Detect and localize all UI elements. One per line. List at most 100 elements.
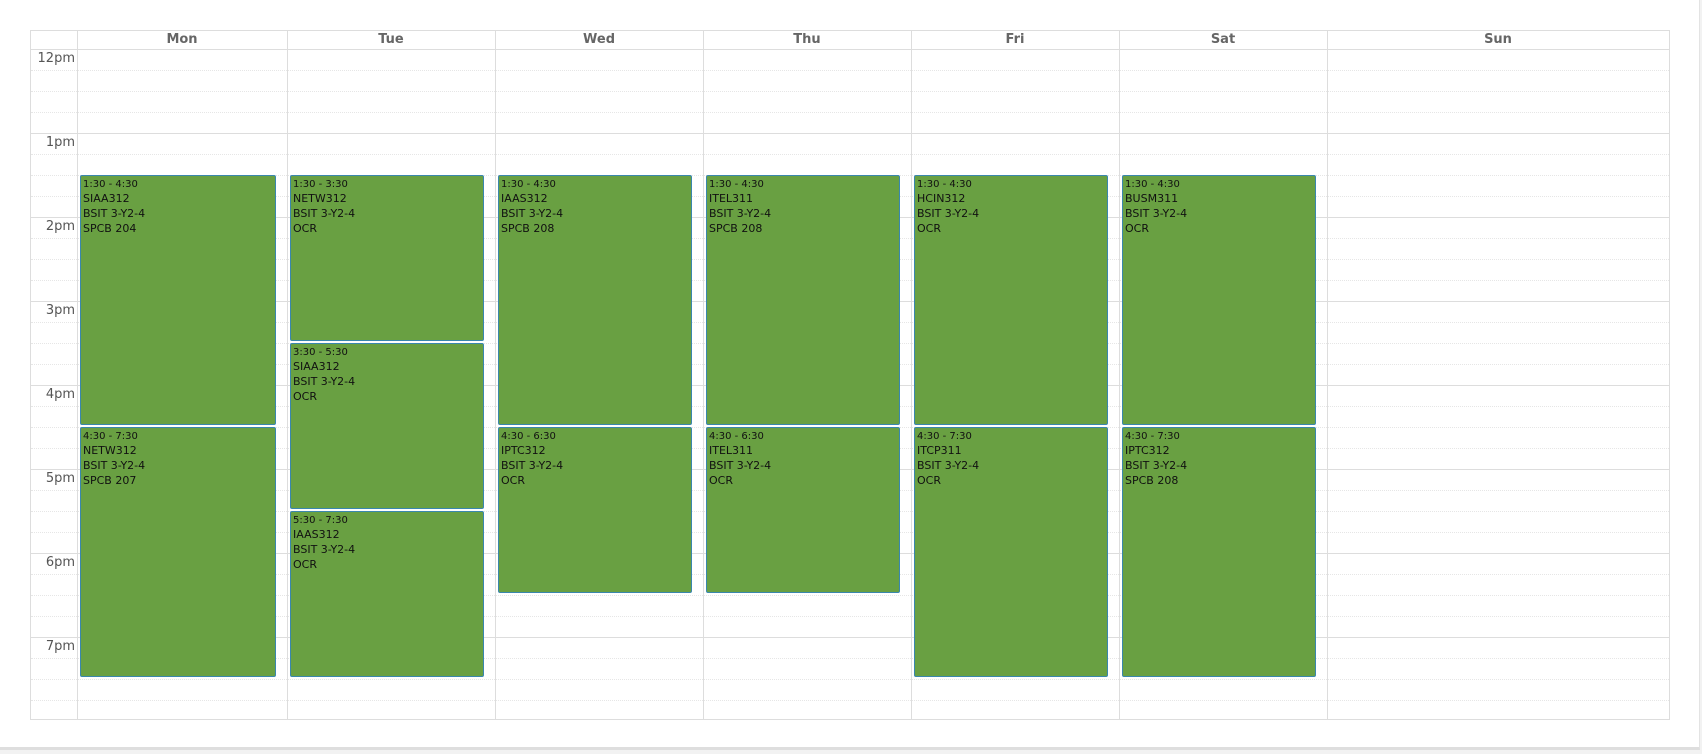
event-room: OCR xyxy=(293,558,317,571)
slot-gridline xyxy=(31,658,1669,659)
column-divider xyxy=(495,31,496,719)
event-room: SPCB 204 xyxy=(83,222,137,235)
event-time: 4:30 - 7:30 xyxy=(917,431,972,442)
day-header-wed: Wed xyxy=(583,32,615,47)
event-section: BSIT 3-Y2-4 xyxy=(501,459,564,472)
event-room: OCR xyxy=(501,474,525,487)
hour-gridline xyxy=(31,133,1669,134)
event-section: BSIT 3-Y2-4 xyxy=(1125,459,1188,472)
slot-gridline xyxy=(31,112,1669,113)
event-section: BSIT 3-Y2-4 xyxy=(917,207,980,220)
event-room: SPCB 208 xyxy=(709,222,763,235)
event-course: IPTC312 xyxy=(501,444,546,457)
day-header-mon: Mon xyxy=(166,32,198,47)
event-section: BSIT 3-Y2-4 xyxy=(293,207,356,220)
event-course: IAAS312 xyxy=(501,192,548,205)
slot-gridline xyxy=(31,679,1669,680)
event-room: SPCB 208 xyxy=(1125,474,1179,487)
day-header-row: Mon Tue Wed Thu Fri Sat Sun xyxy=(31,31,1669,49)
event-room: OCR xyxy=(1125,222,1149,235)
event-course: SIAA312 xyxy=(293,360,340,373)
column-divider xyxy=(287,31,288,719)
event-time: 1:30 - 4:30 xyxy=(501,179,556,190)
event-room: OCR xyxy=(293,222,317,235)
event-time: 4:30 - 7:30 xyxy=(83,431,138,442)
event-course: ITEL311 xyxy=(709,444,754,457)
event-time: 1:30 - 4:30 xyxy=(709,179,764,190)
event-course: IPTC312 xyxy=(1125,444,1170,457)
slot-gridline xyxy=(31,70,1669,71)
hour-gridline xyxy=(31,637,1669,638)
event-time: 4:30 - 6:30 xyxy=(501,431,556,442)
event-section: BSIT 3-Y2-4 xyxy=(293,375,356,388)
event-time: 4:30 - 6:30 xyxy=(709,431,764,442)
event-time: 5:30 - 7:30 xyxy=(293,515,348,526)
event-time: 3:30 - 5:30 xyxy=(293,347,348,358)
event-course: HCIN312 xyxy=(917,192,966,205)
time-label-7pm: 7pm xyxy=(45,639,75,654)
slot-gridline xyxy=(31,154,1669,155)
event-section: BSIT 3-Y2-4 xyxy=(709,459,772,472)
event-section: BSIT 3-Y2-4 xyxy=(83,459,146,472)
day-header-fri: Fri xyxy=(1005,32,1025,47)
time-label-12pm: 12pm xyxy=(37,51,75,66)
event-course: NETW312 xyxy=(293,192,347,205)
day-header-tue: Tue xyxy=(378,32,404,47)
event-room: OCR xyxy=(293,390,317,403)
event-time: 1:30 - 3:30 xyxy=(293,179,348,190)
event-time: 1:30 - 4:30 xyxy=(917,179,972,190)
header-divider xyxy=(31,49,1669,50)
day-header-sun: Sun xyxy=(1484,32,1512,47)
event-time: 1:30 - 4:30 xyxy=(83,179,138,190)
time-label-1pm: 1pm xyxy=(45,135,75,150)
slot-gridline xyxy=(31,616,1669,617)
time-label-5pm: 5pm xyxy=(45,471,75,486)
week-calendar: Mon Tue Wed Thu Fri Sat Sun 12pm 1pm 2pm 3pm 4pm 5p… xyxy=(30,30,1670,720)
day-header-thu: Thu xyxy=(793,32,821,47)
event-section: BSIT 3-Y2-4 xyxy=(83,207,146,220)
slot-gridline xyxy=(31,595,1669,596)
event-section: BSIT 3-Y2-4 xyxy=(293,543,356,556)
column-divider xyxy=(77,31,78,719)
event-course: ITEL311 xyxy=(709,192,754,205)
event-room: SPCB 208 xyxy=(501,222,555,235)
slot-gridline xyxy=(31,700,1669,701)
day-header-sat: Sat xyxy=(1210,32,1236,47)
event-room: OCR xyxy=(917,222,941,235)
time-label-4pm: 4pm xyxy=(45,387,75,402)
event-course: BUSM311 xyxy=(1125,192,1179,205)
column-divider xyxy=(1119,31,1120,719)
event-course: IAAS312 xyxy=(293,528,340,541)
event-room: OCR xyxy=(917,474,941,487)
event-section: BSIT 3-Y2-4 xyxy=(709,207,772,220)
time-label-3pm: 3pm xyxy=(45,303,75,318)
event-section: BSIT 3-Y2-4 xyxy=(501,207,564,220)
time-label-6pm: 6pm xyxy=(45,555,75,570)
event-course: SIAA312 xyxy=(83,192,130,205)
column-divider xyxy=(703,31,704,719)
time-label-2pm: 2pm xyxy=(45,219,75,234)
column-divider xyxy=(1327,31,1328,719)
event-time: 1:30 - 4:30 xyxy=(1125,179,1180,190)
event-room: SPCB 207 xyxy=(83,474,137,487)
event-room: OCR xyxy=(709,474,733,487)
event-section: BSIT 3-Y2-4 xyxy=(1125,207,1188,220)
event-time: 4:30 - 7:30 xyxy=(1125,431,1180,442)
event-course: ITCP311 xyxy=(917,444,962,457)
slot-gridline xyxy=(31,91,1669,92)
column-divider xyxy=(911,31,912,719)
